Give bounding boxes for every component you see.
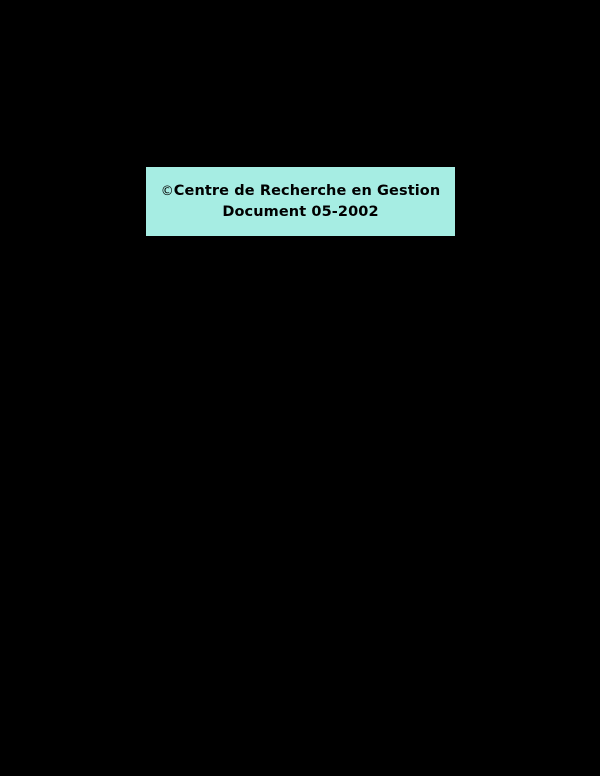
banner-title-line-1-text: Centre de Recherche en Gestion [173,183,441,199]
banner-title-line-1: ©Centre de Recherche en Gestion [161,182,441,201]
title-banner: ©Centre de Recherche en Gestion Document… [146,167,455,236]
copyright-icon: © [160,184,174,199]
document-link-secondary[interactable] [280,639,360,650]
document-link-primary[interactable] [194,474,303,485]
banner-title-line-2: Document 05-2002 [222,204,379,220]
